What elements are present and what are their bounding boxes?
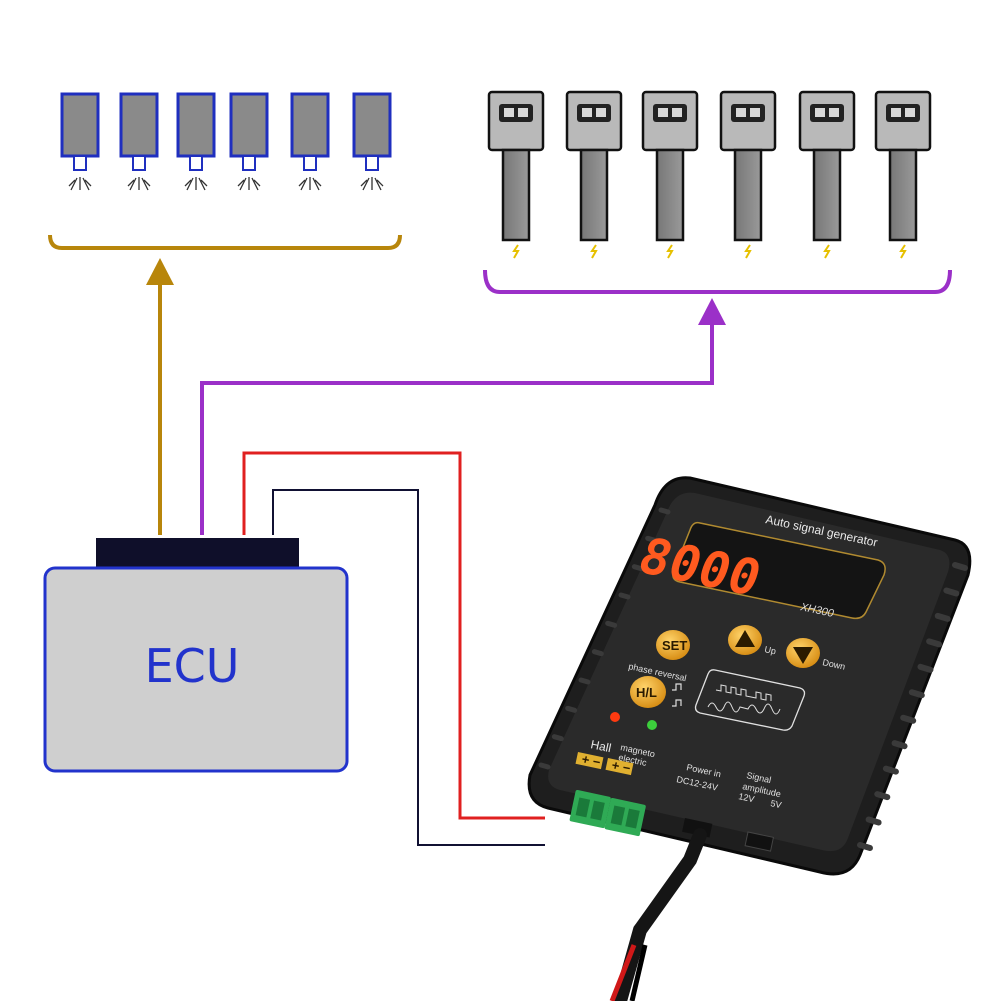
ignition-coil-icon [641,90,699,259]
injector-bracket [48,234,402,250]
ignition-coil-icon [487,90,545,259]
red-led-icon [610,712,620,722]
fuel-injector-icon [119,92,159,191]
ecu-label: ECU [145,639,240,693]
coil-arrow-head [698,298,726,325]
coil-bracket [483,269,952,294]
green-led-icon [647,720,657,730]
power-cable-red-lead [609,944,637,1001]
power-cable-black-lead [629,944,648,1001]
ignition-coil-icon [798,90,856,259]
hall-terminal-block[interactable] [569,790,611,829]
set-button-label: SET [662,638,687,653]
injector-group [60,92,392,191]
power-cable [613,828,707,1001]
ignition-coil-icon [565,90,623,259]
hall-label: Hall [589,737,612,755]
device-grip-ridges [538,507,968,851]
amplitude-switch[interactable] [744,831,775,852]
hl-button[interactable] [630,676,666,708]
square-wave-icon [715,684,772,701]
ecu-connector [96,538,299,568]
ignition-coil-icon [874,90,932,259]
magneto-polarity-badge [605,758,634,776]
ecu-box [43,566,349,773]
phase-wave-icon [672,683,682,707]
fuel-injector-icon [60,92,100,191]
ground-wire [272,489,545,846]
display-window [672,521,886,620]
fuel-injector-icon [352,92,392,191]
hall-polarity-badge [575,752,604,770]
magneto-terminal-block[interactable] [604,798,646,837]
magneto-polarity-text: + − [610,757,632,776]
coil-group [487,90,932,259]
hall-polarity-text: + − [580,751,602,770]
signal-generator-device: Auto signal generator 8000 XH300 SET Up … [527,476,972,1001]
ignition-coil-icon [719,90,777,259]
up-arrow-icon [735,630,755,647]
injector-arrow-head [146,258,174,285]
down-button-label: Down [822,657,847,672]
power-wire [242,451,545,820]
sine-wave-icon [707,701,781,715]
set-button[interactable] [656,630,690,660]
down-arrow-icon [793,647,813,664]
coil-signal-wire [200,325,714,535]
fuel-injector-icon [176,92,216,191]
fuel-injector-icon [229,92,269,191]
up-button-label: Up [764,644,777,656]
signal-5v-label: 5V [770,798,783,810]
waveform-panel [694,669,806,731]
signal-12v-label: 12V [738,791,756,804]
fuel-injector-icon [290,92,330,191]
hl-button-label: H/L [636,685,657,700]
